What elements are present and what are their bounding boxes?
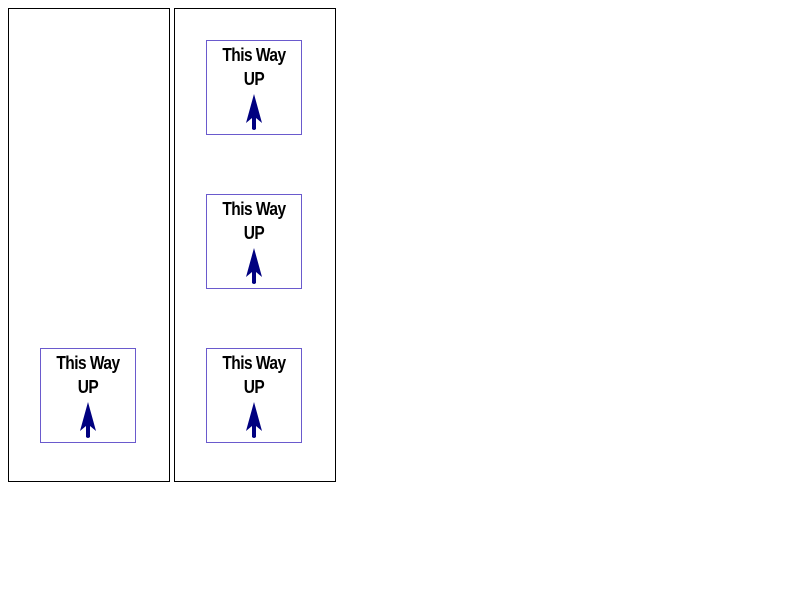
this-way-up-card: This Way UP: [206, 194, 302, 289]
up-arrow-icon: [246, 94, 262, 130]
this-way-up-card: This Way UP: [40, 348, 136, 443]
card-label: This Way UP: [222, 199, 286, 243]
this-way-up-card: This Way UP: [206, 348, 302, 443]
card-label: This Way UP: [222, 45, 286, 89]
up-arrow-icon: [80, 402, 96, 438]
right-panel: This Way UP This Way UP This Way UP: [174, 8, 336, 482]
up-arrow-icon: [246, 248, 262, 284]
card-label: This Way UP: [222, 353, 286, 397]
up-arrow-icon: [246, 402, 262, 438]
left-panel: This Way UP: [8, 8, 170, 482]
card-label: This Way UP: [56, 353, 120, 397]
this-way-up-card: This Way UP: [206, 40, 302, 135]
